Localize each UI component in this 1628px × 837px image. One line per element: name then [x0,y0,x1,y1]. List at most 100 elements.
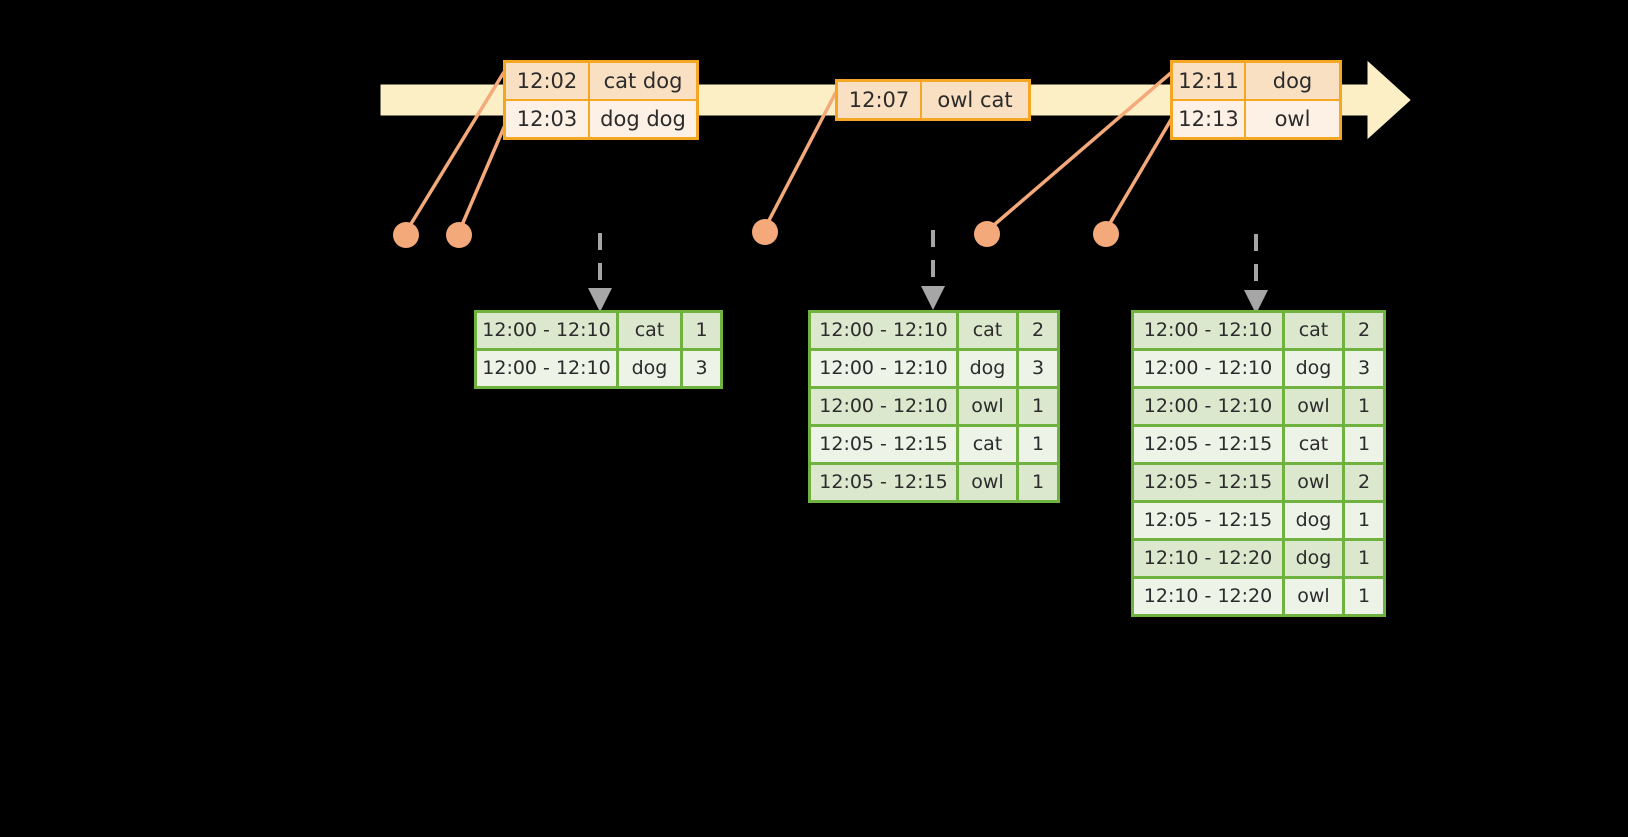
event-time: 12:07 [848,87,910,112]
count-text: 2 [1031,319,1045,341]
window-cell: 12:05 - 12:15 [811,465,956,500]
count-text: 1 [1357,585,1371,607]
event-row: 12:03 dog dog [506,99,696,137]
result-table-1[interactable]: 12:00 - 12:10 cat 1 12:00 - 12:10 dog 3 [474,310,723,389]
window-cell: 12:05 - 12:15 [1134,503,1282,538]
window-cell: 12:00 - 12:10 [1134,351,1282,386]
word-cell: cat [1285,313,1342,348]
word-cell: owl [1285,389,1342,424]
count-cell: 2 [1345,313,1383,348]
word-cell: dog [1285,503,1342,538]
window-cell: 12:00 - 12:10 [811,389,956,424]
event-box-3[interactable]: 12:11 dog 12:13 owl [1170,60,1342,140]
word-text: dog [631,357,668,379]
word-text: dog [1295,509,1332,531]
event-row: 12:02 cat dog [506,63,696,99]
window-cell: 12:05 - 12:15 [1134,427,1282,462]
window-text: 12:00 - 12:10 [482,357,611,379]
count-cell: 1 [1019,465,1057,500]
connector-dot-5 [1093,221,1119,247]
result-table-3[interactable]: 12:00 - 12:10 cat 2 12:00 - 12:10 dog 3 … [1131,310,1386,617]
event-value-cell: owl cat [922,82,1028,118]
count-text: 3 [695,357,708,379]
event-row: 12:13 owl [1173,99,1339,137]
event-value-cell: dog [1246,63,1339,99]
word-cell: dog [619,351,680,386]
window-text: 12:00 - 12:10 [819,357,948,379]
event-time-cell: 12:07 [838,82,922,118]
window-cell: 12:00 - 12:10 [477,351,616,386]
count-text: 1 [1031,471,1045,493]
word-text: owl [971,395,1004,417]
word-cell: cat [959,427,1016,462]
event-time: 12:11 [1178,68,1239,93]
connector-dot-2 [446,222,472,248]
count-text: 1 [1357,547,1371,569]
table-row: 12:00 - 12:10 owl 1 [811,389,1057,424]
event-time-cell: 12:03 [506,101,590,137]
window-cell: 12:05 - 12:15 [811,427,956,462]
word-cell: owl [959,465,1016,500]
table-row: 12:00 - 12:10 owl 1 [1134,389,1383,424]
table-row: 12:00 - 12:10 cat 1 [477,313,720,348]
word-text: cat [634,319,665,341]
window-text: 12:00 - 12:10 [482,319,611,341]
count-cell: 1 [1019,427,1057,462]
count-text: 1 [1357,509,1371,531]
table-row: 12:00 - 12:10 dog 3 [1134,351,1383,386]
word-cell: dog [959,351,1016,386]
word-text: cat [972,319,1003,341]
connector-dot-4 [974,221,1000,247]
count-cell: 1 [1345,541,1383,576]
connector-line-2 [457,117,510,233]
connector-dot-3 [752,219,778,245]
event-row: 12:11 dog [1173,63,1339,99]
result-table-2[interactable]: 12:00 - 12:10 cat 2 12:00 - 12:10 dog 3 … [808,310,1060,503]
window-text: 12:05 - 12:15 [819,433,948,455]
count-cell: 1 [1345,579,1383,614]
dashed-arrow-head-2 [921,286,945,310]
event-time: 12:02 [516,68,578,93]
connector-line-3 [763,91,838,229]
window-cell: 12:05 - 12:15 [1134,465,1282,500]
word-text: cat [972,433,1003,455]
window-text: 12:10 - 12:20 [1143,547,1273,569]
window-text: 12:00 - 12:10 [1143,357,1273,379]
table-row: 12:00 - 12:10 cat 2 [1134,313,1383,348]
table-row: 12:10 - 12:20 owl 1 [1134,579,1383,614]
event-time-cell: 12:13 [1173,101,1246,137]
count-cell: 3 [1345,351,1383,386]
count-text: 1 [1357,433,1371,455]
count-text: 1 [1031,395,1045,417]
event-value-cell: owl [1246,101,1339,137]
word-text: owl [971,471,1004,493]
window-text: 12:10 - 12:20 [1143,585,1273,607]
event-box-1[interactable]: 12:02 cat dog 12:03 dog dog [503,60,699,140]
window-text: 12:05 - 12:15 [1143,471,1273,493]
count-cell: 1 [1019,389,1057,424]
word-text: cat [1298,319,1329,341]
count-cell: 2 [1345,465,1383,500]
event-value: dog dog [600,106,686,131]
window-cell: 12:00 - 12:10 [1134,313,1282,348]
event-time-cell: 12:11 [1173,63,1246,99]
count-text: 1 [1357,395,1371,417]
event-time: 12:13 [1178,106,1239,131]
count-cell: 1 [1345,389,1383,424]
window-cell: 12:00 - 12:10 [477,313,616,348]
window-cell: 12:00 - 12:10 [811,313,956,348]
window-text: 12:00 - 12:10 [819,395,948,417]
event-value-cell: cat dog [590,63,696,99]
count-cell: 2 [1019,313,1057,348]
event-row: 12:07 owl cat [838,82,1028,118]
word-cell: owl [959,389,1016,424]
table-row: 12:05 - 12:15 owl 1 [811,465,1057,500]
table-row: 12:05 - 12:15 owl 2 [1134,465,1383,500]
count-cell: 1 [683,313,720,348]
event-box-2[interactable]: 12:07 owl cat [835,79,1031,121]
count-text: 2 [1357,471,1371,493]
event-value-cell: dog dog [590,101,696,137]
table-row: 12:00 - 12:10 dog 3 [811,351,1057,386]
word-cell: owl [1285,579,1342,614]
